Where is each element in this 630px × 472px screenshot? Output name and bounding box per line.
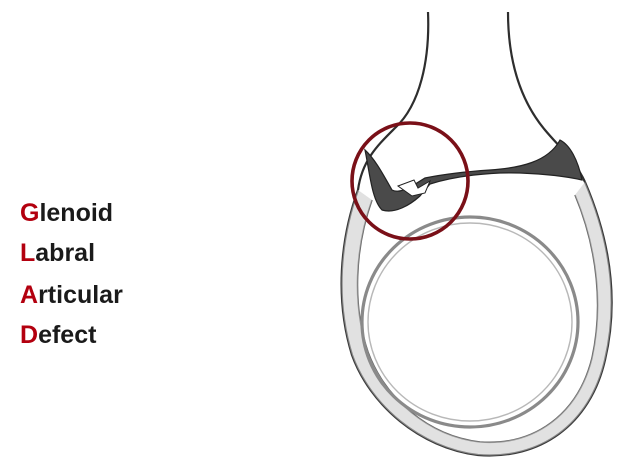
acronym-row-defect: Defect [20,320,96,350]
acronym-word-rest: rticular [38,281,123,309]
acronym-word-rest: abral [35,239,95,267]
acronym-row-articular: Articular [20,280,123,310]
humeral-head [362,217,578,427]
acronym-initial-g: G [20,199,39,227]
acronym-row-glenoid: Glenoid [20,198,113,228]
acronym-row-labral: Labral [20,238,95,268]
acronym-initial-d: D [20,321,38,349]
acronym-word-rest: lenoid [39,199,113,227]
acronym-word-rest: efect [38,321,96,349]
articular-cartilage-band [365,140,582,211]
acronym-initial-l: L [20,239,35,267]
acronym-initial-a: A [20,281,38,309]
